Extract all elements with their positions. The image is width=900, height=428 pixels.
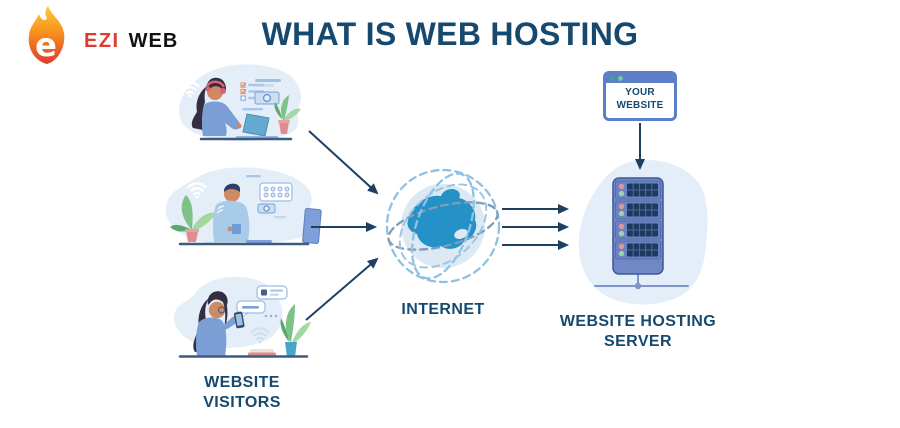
hosting-server-label: WEBSITE HOSTING SERVER xyxy=(559,313,717,350)
server-unit-2 xyxy=(615,200,661,220)
vase xyxy=(285,342,297,357)
browser-dot-teal xyxy=(610,76,615,81)
browser-titlebar xyxy=(606,74,674,83)
page-title: WHAT IS WEB HOSTING xyxy=(261,16,639,52)
potted-plant xyxy=(280,304,311,357)
potted-plant xyxy=(170,195,216,242)
internet-label: INTERNET xyxy=(401,301,485,318)
flame-letter: e xyxy=(35,26,57,64)
ezi-web-logo: e EZI WEB xyxy=(22,4,178,68)
cap-icon xyxy=(224,183,240,192)
brand-name-primary: EZI xyxy=(84,29,120,52)
visitor-illustration-laptop-user xyxy=(179,64,301,142)
server-unit-1 xyxy=(615,180,661,200)
server-unit-3 xyxy=(615,220,661,240)
website-visitors-label: WEBSITE VISITORS xyxy=(203,374,281,411)
cup-icon xyxy=(232,224,241,234)
checklist-ui-panel xyxy=(240,79,281,111)
internet-globe-icon xyxy=(385,168,501,284)
flame-logo-icon: e xyxy=(28,6,65,64)
globe-lake xyxy=(454,229,468,239)
globe-orbits xyxy=(385,168,501,284)
brand-name-secondary: WEB xyxy=(128,29,179,52)
chat-bubbles xyxy=(236,285,288,319)
headphones-icon xyxy=(205,80,226,88)
person-desktop-user xyxy=(212,183,250,242)
logo-wordmark: EZI WEB xyxy=(84,30,178,53)
wifi-icon xyxy=(180,81,200,98)
network-line xyxy=(594,273,689,290)
wifi-icon xyxy=(250,327,270,344)
monitor-icon xyxy=(246,208,322,244)
dashboard-ui-card xyxy=(246,175,293,219)
browser-dot-green xyxy=(618,76,623,81)
visitor-illustration-desktop-user xyxy=(165,167,322,246)
person-mobile-user xyxy=(193,291,245,357)
wifi-icon xyxy=(187,182,207,199)
visitor-illustration-mobile-user xyxy=(173,276,311,358)
your-website-label: YOUR WEBSITE xyxy=(616,87,664,111)
phone-icon xyxy=(233,311,245,329)
glasses-icon xyxy=(218,306,225,314)
browser-window-icon: YOUR WEBSITE xyxy=(603,71,677,121)
server-rack-icon xyxy=(612,177,664,275)
server-unit-4 xyxy=(615,240,661,260)
person-laptop-user xyxy=(191,77,242,136)
potted-plant xyxy=(274,95,301,134)
arrow-visitor3-to-internet xyxy=(305,257,379,321)
hosting-server-illustration xyxy=(578,160,708,305)
